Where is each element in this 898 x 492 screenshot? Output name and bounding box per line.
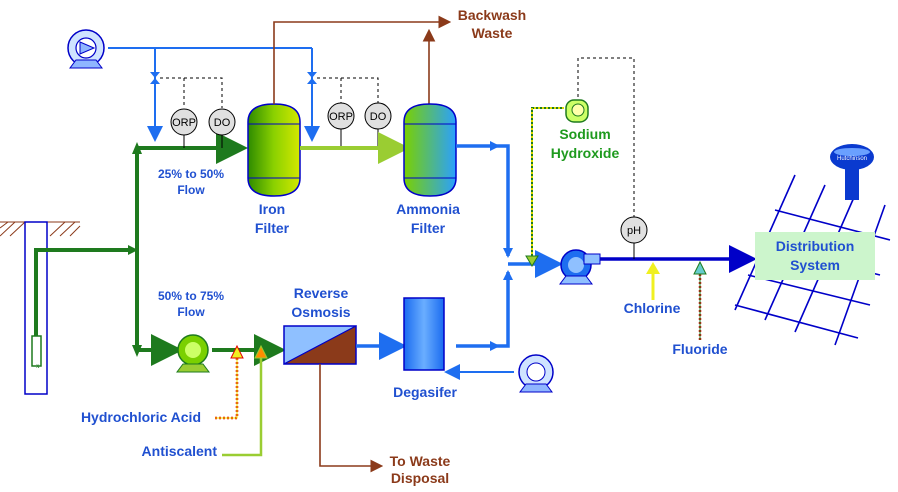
- sodium-hydroxide-feed: [525, 107, 564, 267]
- ph-label: pH: [627, 225, 641, 237]
- iron-filter-tank: [247, 103, 301, 197]
- treated-water-lines: [456, 144, 563, 348]
- antiscalent-label: Antiscalent: [142, 443, 218, 459]
- hydrochloric-acid-feed: [215, 344, 244, 420]
- instrument-do-1: [208, 108, 236, 148]
- degasifer-unit: [403, 297, 445, 371]
- flow-top-label-line2: Flow: [177, 183, 205, 197]
- flow-bottom-label-line1: 50% to 75%: [158, 289, 224, 303]
- ro-label-line1: Reverse: [294, 285, 349, 301]
- svg-text:x: x: [36, 362, 40, 370]
- distribution-label-line2: System: [790, 257, 840, 273]
- main-pump: [559, 249, 601, 285]
- waste-disposal-label-line2: Disposal: [391, 470, 449, 486]
- well: x: [0, 221, 81, 395]
- degas-air-pump: [444, 354, 554, 393]
- ammonia-filter-label-line2: Filter: [411, 220, 446, 236]
- degasifer-label: Degasifer: [393, 384, 457, 400]
- ro-feed-pump: [176, 334, 210, 373]
- iron-filter-label-line2: Filter: [255, 220, 290, 236]
- orp-1-label: ORP: [172, 117, 196, 129]
- water-tower: [830, 144, 874, 200]
- instrument-orp-2: [327, 102, 355, 148]
- flow-bottom-label-line2: Flow: [177, 305, 205, 319]
- sodium-hydroxide-pump: [565, 99, 589, 123]
- backwash-label-line2: Waste: [472, 25, 513, 41]
- distribution-label-line1: Distribution: [776, 238, 855, 254]
- instrument-orp-1: [170, 108, 198, 148]
- ph-instrument: [620, 216, 648, 259]
- flow-top-label-line1: 25% to 50%: [158, 167, 224, 181]
- orp-2-label: ORP: [329, 111, 353, 123]
- backwash-pump: [67, 29, 105, 69]
- waste-disposal-label-line1: To Waste: [390, 453, 451, 469]
- raw-water-lines: [34, 132, 286, 366]
- hydrochloric-acid-label: Hydrochloric Acid: [81, 409, 201, 425]
- antiscalent-feed: [222, 344, 268, 457]
- iron-filter-label-line1: Iron: [259, 201, 285, 217]
- chlorine-label: Chlorine: [624, 300, 681, 316]
- do-2-label: DO: [370, 111, 387, 123]
- sodium-hydroxide-label-line1: Sodium: [559, 126, 610, 142]
- fluoride-feed: [693, 260, 707, 340]
- valve-1: [150, 72, 160, 84]
- chlorine-feed: [646, 262, 660, 300]
- do-1-label: DO: [214, 117, 231, 129]
- ro-waste-line: [319, 364, 384, 473]
- fluoride-label: Fluoride: [672, 341, 727, 357]
- control-lines: [160, 57, 635, 218]
- ammonia-filter-tank: [403, 103, 457, 197]
- backwash-waste-lines: [273, 15, 452, 104]
- valve-2: [307, 72, 317, 84]
- tower-text: Hutchinson: [837, 156, 867, 162]
- backwash-supply-lines: [108, 47, 320, 142]
- backwash-label-line1: Backwash: [458, 7, 526, 23]
- instrument-do-2: [364, 102, 392, 148]
- ro-label-line2: Osmosis: [291, 304, 350, 320]
- reverse-osmosis-unit: [283, 325, 357, 365]
- distribution-box: [755, 232, 875, 280]
- sodium-hydroxide-label-line2: Hydroxide: [551, 145, 620, 161]
- ammonia-filter-label-line1: Ammonia: [396, 201, 460, 217]
